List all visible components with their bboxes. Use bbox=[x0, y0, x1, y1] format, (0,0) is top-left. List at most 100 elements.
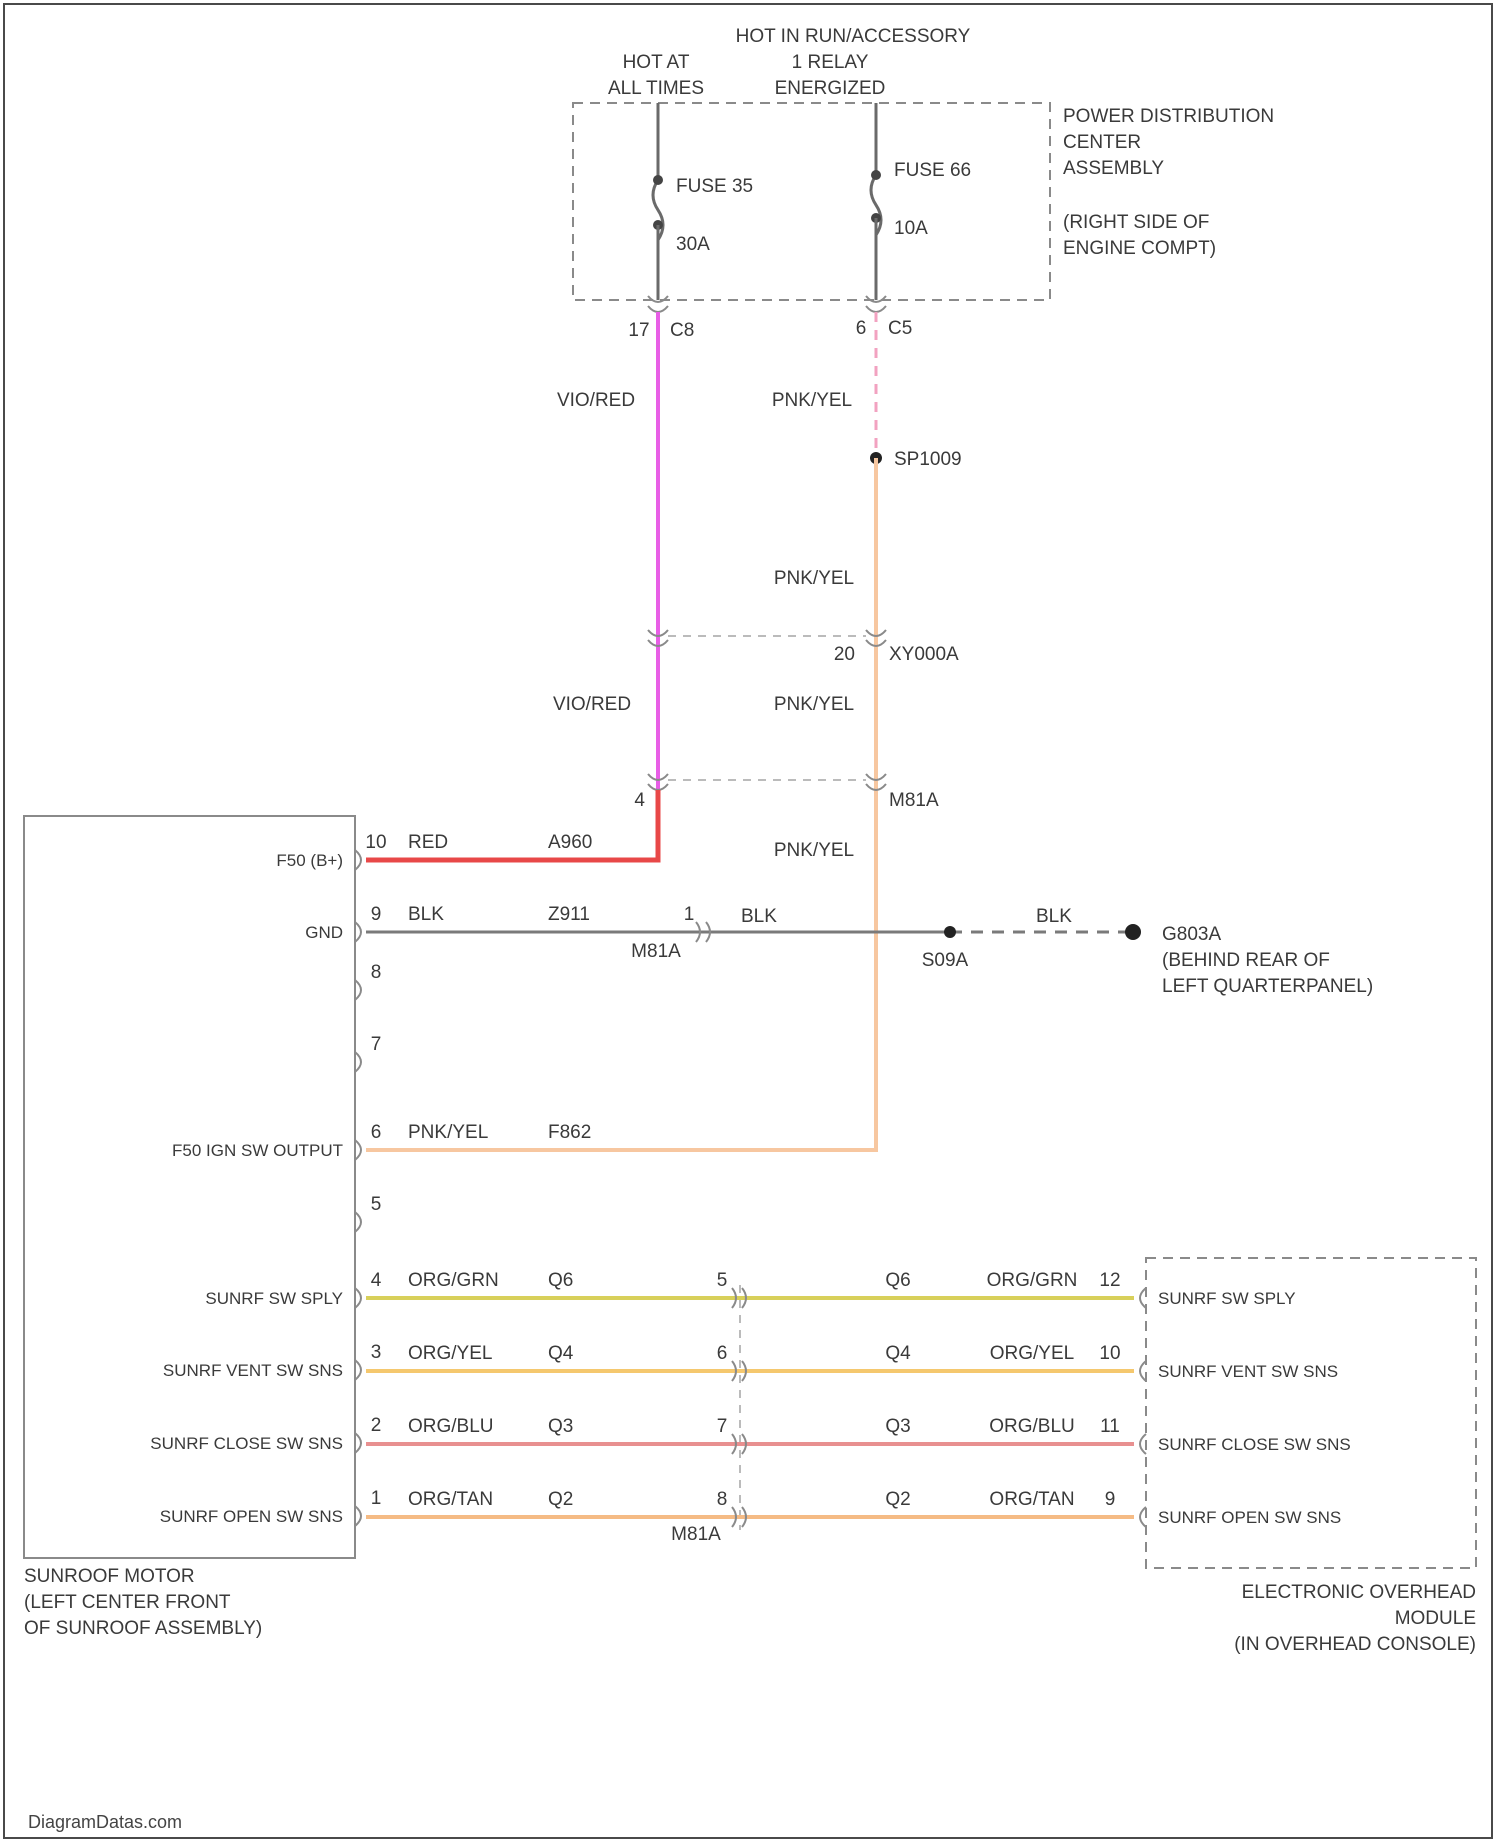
motor-pin-label: SUNRF CLOSE SW SNS bbox=[150, 1434, 343, 1453]
motor-pin-number: 5 bbox=[371, 1194, 382, 1215]
motor-pins: 10F50 (B+)REDA9609GNDBLKZ911876F50 IGN S… bbox=[150, 832, 592, 1526]
signal-wire-circuit-right: Q4 bbox=[885, 1343, 911, 1364]
signal-wire-circuit-right: Q6 bbox=[885, 1270, 910, 1291]
gnd-wire-color: BLK bbox=[741, 906, 777, 927]
motor-wire-color: PNK/YEL bbox=[408, 1122, 488, 1143]
motor-pin-label: F50 (B+) bbox=[276, 851, 343, 870]
signal-wire-color-left: ORG/GRN bbox=[408, 1270, 499, 1291]
gnd-inline-name: M81A bbox=[631, 941, 681, 962]
ground-location: LEFT QUARTERPANEL) bbox=[1162, 976, 1373, 997]
module-pin-label: SUNRF CLOSE SW SNS bbox=[1158, 1435, 1351, 1454]
wire-label-vio-red: VIO/RED bbox=[553, 694, 631, 715]
motor-pin-number: 6 bbox=[371, 1122, 382, 1143]
module-pin-number: 12 bbox=[1099, 1270, 1120, 1291]
fuse-b-name: FUSE 66 bbox=[894, 160, 971, 181]
splice-s09a-label: S09A bbox=[922, 950, 969, 971]
module-pin-number: 9 bbox=[1105, 1489, 1116, 1510]
wire-label-vio-red: VIO/RED bbox=[557, 390, 635, 411]
signal-inline-pin: 8 bbox=[717, 1489, 728, 1510]
motor-pin-label: GND bbox=[305, 923, 343, 942]
motor-pin-number: 8 bbox=[371, 962, 382, 983]
pdc-box bbox=[573, 103, 1050, 300]
signal-inline-pin: 6 bbox=[717, 1343, 728, 1364]
module-pin-number: 11 bbox=[1100, 1416, 1120, 1437]
inline-connector-m81a-symbol bbox=[648, 774, 886, 790]
connector-c5-pin: 6 bbox=[856, 318, 867, 339]
fuse-b-rating: 10A bbox=[894, 218, 928, 239]
motor-wire-circuit: A960 bbox=[548, 832, 592, 853]
relay-label: 1 RELAY bbox=[792, 52, 869, 73]
signal-wire-circuit-left: Q4 bbox=[548, 1343, 574, 1364]
motor-pin-label: SUNRF VENT SW SNS bbox=[163, 1361, 343, 1380]
signal-wire-color-left: ORG/YEL bbox=[408, 1343, 492, 1364]
pdc-location: (RIGHT SIDE OF bbox=[1063, 212, 1209, 233]
pdc-name: CENTER bbox=[1063, 132, 1141, 153]
sunroof-motor-name: SUNROOF MOTOR bbox=[24, 1566, 195, 1587]
splice-sp1009-label: SP1009 bbox=[894, 449, 962, 470]
module-pin-label: SUNRF SW SPLY bbox=[1158, 1289, 1296, 1308]
module-pin-label: SUNRF VENT SW SNS bbox=[1158, 1362, 1338, 1381]
sunroof-motor-location: OF SUNROOF ASSEMBLY) bbox=[24, 1618, 262, 1639]
overhead-module-name: ELECTRONIC OVERHEAD bbox=[1242, 1582, 1476, 1603]
connector-c8-name: C8 bbox=[670, 320, 694, 341]
motor-pin-number: 3 bbox=[371, 1342, 382, 1363]
wire-label-pnk-yel: PNK/YEL bbox=[774, 840, 854, 861]
fuse-a-rating: 30A bbox=[676, 234, 710, 255]
pdc-location: ENGINE COMPT) bbox=[1063, 238, 1216, 259]
signal-wire-color-left: ORG/TAN bbox=[408, 1489, 493, 1510]
signal-wire-color-right: ORG/BLU bbox=[989, 1416, 1075, 1437]
motor-pin-label: SUNRF SW SPLY bbox=[205, 1289, 343, 1308]
signal-wire-circuit-left: Q3 bbox=[548, 1416, 573, 1437]
fuse-a-name: FUSE 35 bbox=[676, 176, 753, 197]
signal-wire-circuit-right: Q3 bbox=[885, 1416, 910, 1437]
motor-wire-color: RED bbox=[408, 832, 448, 853]
inline-connector-m81a-pin: 4 bbox=[634, 790, 645, 811]
motor-pin-number: 2 bbox=[371, 1415, 382, 1436]
motor-pin-number: 7 bbox=[371, 1034, 382, 1055]
hot-run-acc-label: HOT IN RUN/ACCESSORY bbox=[736, 26, 971, 47]
watermark: DiagramDatas.com bbox=[28, 1812, 182, 1832]
inline-connector-m81a-name: M81A bbox=[889, 790, 939, 811]
motor-pin-number: 10 bbox=[365, 832, 386, 853]
splice-s09a bbox=[944, 926, 956, 938]
signal-wire-circuit-left: Q6 bbox=[548, 1270, 573, 1291]
motor-wire-circuit: F862 bbox=[548, 1122, 591, 1143]
sunroof-motor-location: (LEFT CENTER FRONT bbox=[24, 1592, 231, 1613]
motor-wire-color: BLK bbox=[408, 904, 444, 925]
signal-wire-color-right: ORG/TAN bbox=[989, 1489, 1074, 1510]
connector-c8-pin: 17 bbox=[628, 320, 649, 341]
module-pin-label: SUNRF OPEN SW SNS bbox=[1158, 1508, 1341, 1527]
signal-inline-pin: 7 bbox=[717, 1416, 728, 1437]
ground-location: (BEHIND REAR OF bbox=[1162, 950, 1330, 971]
signal-inline-name: M81A bbox=[671, 1524, 721, 1545]
overhead-module-name: MODULE bbox=[1395, 1608, 1476, 1629]
motor-pin-number: 1 bbox=[371, 1488, 382, 1509]
wire-label-pnk-yel: PNK/YEL bbox=[772, 390, 852, 411]
relay-label: ENERGIZED bbox=[775, 78, 886, 99]
signal-wire-circuit-left: Q2 bbox=[548, 1489, 573, 1510]
ground-point-g803a bbox=[1125, 924, 1141, 940]
signal-wire-color-right: ORG/GRN bbox=[987, 1270, 1078, 1291]
hot-all-times-label: HOT AT bbox=[623, 52, 690, 73]
ground-point-label: G803A bbox=[1162, 924, 1221, 945]
gnd-wire-color: BLK bbox=[1036, 906, 1072, 927]
motor-pin-label: SUNRF OPEN SW SNS bbox=[160, 1507, 343, 1526]
pdc-name: ASSEMBLY bbox=[1063, 158, 1164, 179]
gnd-inline-pin: 1 bbox=[684, 904, 695, 925]
module-pin-number: 10 bbox=[1099, 1343, 1120, 1364]
motor-pin-number: 9 bbox=[371, 904, 382, 925]
inline-connector-xy000a-name: XY000A bbox=[889, 644, 959, 665]
pdc-name: POWER DISTRIBUTION bbox=[1063, 106, 1274, 127]
hot-all-times-label: ALL TIMES bbox=[608, 78, 704, 99]
signal-wire-color-right: ORG/YEL bbox=[990, 1343, 1074, 1364]
signal-wire-circuit-right: Q2 bbox=[885, 1489, 910, 1510]
signal-inline-pin: 5 bbox=[717, 1270, 728, 1291]
wire-pnk-yel bbox=[366, 458, 876, 1150]
motor-pin-number: 4 bbox=[371, 1270, 382, 1291]
inline-connector-xy000a-pin: 20 bbox=[834, 644, 855, 665]
wire-label-pnk-yel: PNK/YEL bbox=[774, 568, 854, 589]
overhead-module-location: (IN OVERHEAD CONSOLE) bbox=[1234, 1634, 1476, 1655]
connector-c5-name: C5 bbox=[888, 318, 912, 339]
